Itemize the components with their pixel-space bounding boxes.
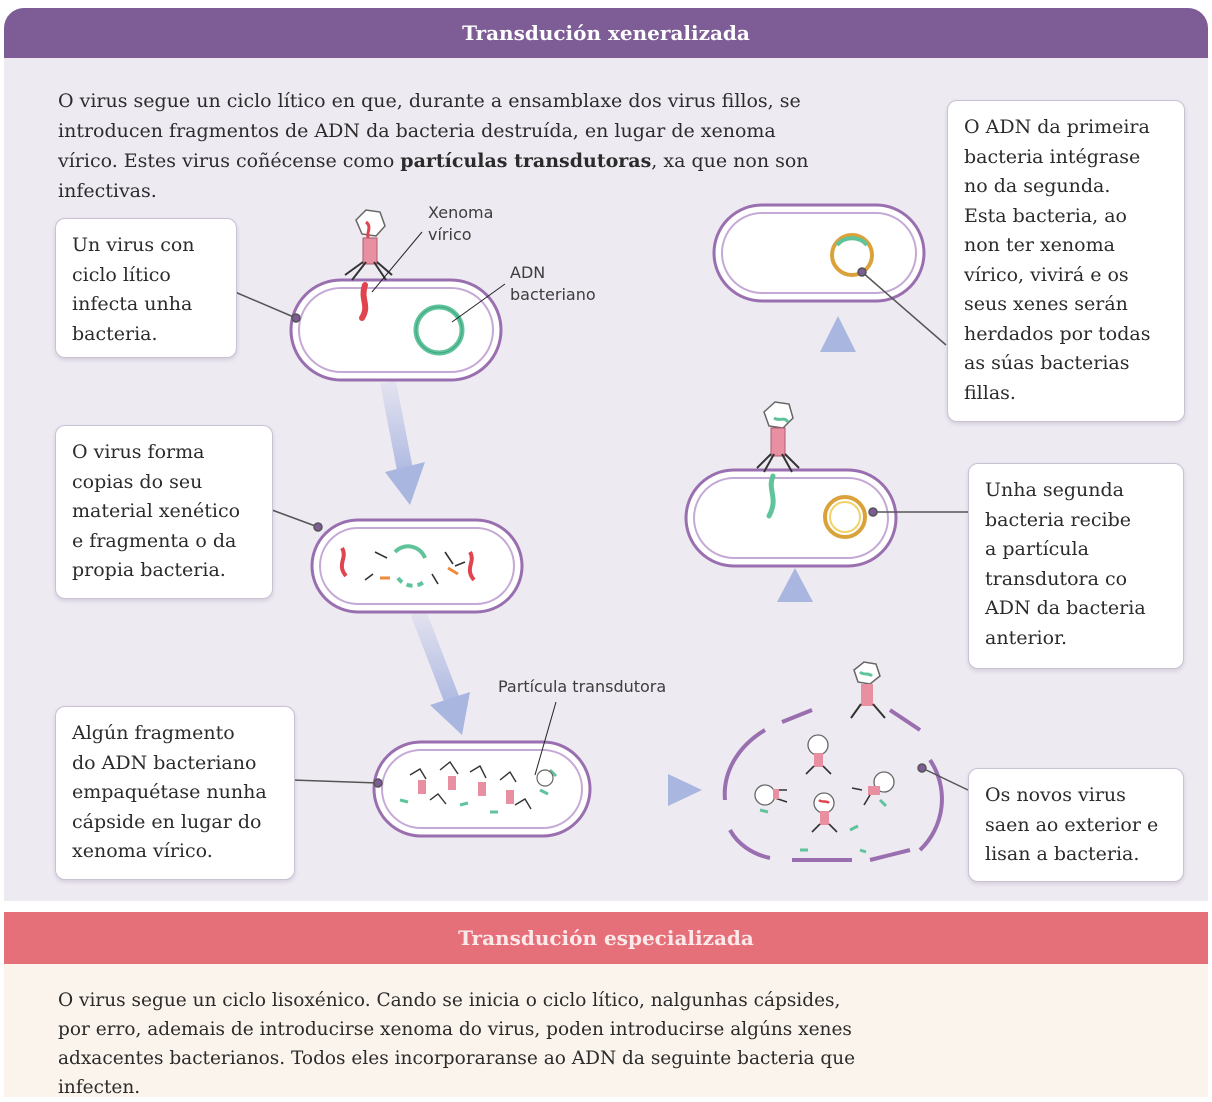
step-integration-line-7: seus xenes serán <box>964 293 1128 315</box>
step-integration-line-4: Esta bacteria, ao <box>964 204 1127 227</box>
step-lysis-line-2: saen ao exterior e <box>985 813 1159 836</box>
step-lysis-line-3: lisan a bacteria. <box>985 843 1140 865</box>
step-reception-line-1: Unha segunda <box>985 479 1124 501</box>
step-fragmentation-box: O virus forma copias do seu material xen… <box>55 425 273 599</box>
bacterium-lysed <box>722 708 944 862</box>
specialized-section-background <box>4 964 1208 1097</box>
flow-arrow-5 <box>820 316 856 400</box>
step-packaging-line-2: do ADN bacteriano <box>72 751 257 774</box>
step-fragmentation-line-5: propia bacteria. <box>72 559 226 581</box>
step-infection-line-1: Un virus con <box>72 234 195 256</box>
flow-arrow-2 <box>410 609 470 735</box>
step-integration-line-2: bacteria intégrase <box>964 145 1141 168</box>
bacterial-dna-label-line-1: ADN <box>510 263 546 282</box>
step-reception-line-6: anterior. <box>985 626 1068 649</box>
flow-arrow-1 <box>380 380 425 505</box>
bacterium-packaging <box>372 740 592 838</box>
specialized-text: O virus segue un ciclo lisoxénico. Cando… <box>58 990 856 1098</box>
step-reception-box: Unha segunda bacteria recibe a partícula… <box>968 463 1184 669</box>
intro-part-2: , xa que non son infectivas. <box>58 150 809 202</box>
bacterium-fragmenting <box>310 518 524 614</box>
bacterial-dna-pointer <box>451 283 506 323</box>
step-integration-line-3: no da segunda. <box>964 175 1111 197</box>
phage-attaching <box>344 209 393 281</box>
step-integration-line-10: fillas. <box>964 381 1016 404</box>
transducing-phage-attaching <box>756 401 800 473</box>
step-fragmentation-line-2: copias do seu <box>72 470 203 493</box>
bacterial-dna-label-line-2: bacteriano <box>510 285 596 304</box>
step-integration-box: O ADN da primeira bacteria intégrase no … <box>947 100 1185 422</box>
viral-genome-label-line-2: vírico <box>428 225 472 244</box>
step-packaging-line-3: empaquétase nunha <box>72 781 267 803</box>
step-fragmentation-line-4: e fragmenta o da <box>72 529 237 552</box>
general-transduction-header: Transdución xeneralizada <box>4 8 1208 58</box>
intro-bold-term: partículas transdutoras <box>400 150 652 172</box>
viral-genome-label-line-1: Xenoma <box>428 203 494 222</box>
released-phages <box>754 661 895 833</box>
step-packaging-line-5: xenoma vírico. <box>72 840 213 862</box>
step-fragmentation-line-1: O virus forma <box>72 441 205 463</box>
step-packaging-line-1: Algún fragmento <box>72 722 235 744</box>
connector-lines <box>234 267 969 791</box>
bacterium-recombinant <box>712 203 926 303</box>
bacterium-recipient <box>684 468 898 568</box>
step-integration-line-6: vírico, vivirá e os <box>964 263 1129 286</box>
step-packaging-line-4: cápside en lugar do <box>72 810 262 833</box>
step-integration-line-9: as súas bacterias <box>964 352 1130 374</box>
step-reception-line-5: ADN da bacteria <box>985 597 1146 619</box>
step-integration-line-8: herdados por todas <box>964 322 1151 345</box>
step-lysis-box: Os novos virus saen ao exterior e lisan … <box>968 768 1184 882</box>
general-intro-text: O virus segue un ciclo lítico en que, du… <box>58 86 838 206</box>
step-integration-line-1: O ADN da primeira <box>964 116 1150 138</box>
step-infection-line-3: infecta unha <box>72 293 193 315</box>
flow-arrow-4 <box>777 568 813 650</box>
bacterial-dna-label: ADN bacteriano <box>510 262 596 306</box>
transducing-particle-label: Partícula transdutora <box>498 677 667 696</box>
transducing-particle-pointer <box>534 701 557 776</box>
step-reception-line-3: a partícula <box>985 538 1089 560</box>
step-packaging-box: Algún fragmento do ADN bacteriano empaqu… <box>55 706 295 880</box>
step-reception-line-2: bacteria recibe <box>985 508 1131 531</box>
flow-arrow-3 <box>600 774 702 806</box>
specialized-transduction-header: Transdución especializada <box>4 912 1208 964</box>
step-infection-line-2: ciclo lítico <box>72 263 171 286</box>
step-infection-box: Un virus con ciclo lítico infecta unha b… <box>55 218 237 358</box>
specialized-transduction-title: Transdución especializada <box>458 926 754 950</box>
intro-part-1: O virus segue un ciclo lítico en que, du… <box>58 90 801 172</box>
step-fragmentation-line-3: material xenético <box>72 500 241 522</box>
viral-genome-pointer <box>371 231 423 293</box>
bacterium-infected <box>289 278 503 382</box>
viral-genome-label: Xenoma vírico <box>428 202 493 246</box>
step-reception-line-4: transdutora co <box>985 567 1128 590</box>
general-transduction-title: Transdución xeneralizada <box>462 21 750 45</box>
step-lysis-line-1: Os novos virus <box>985 784 1126 806</box>
step-integration-line-5: non ter xenoma <box>964 234 1115 256</box>
step-infection-line-4: bacteria. <box>72 322 158 345</box>
